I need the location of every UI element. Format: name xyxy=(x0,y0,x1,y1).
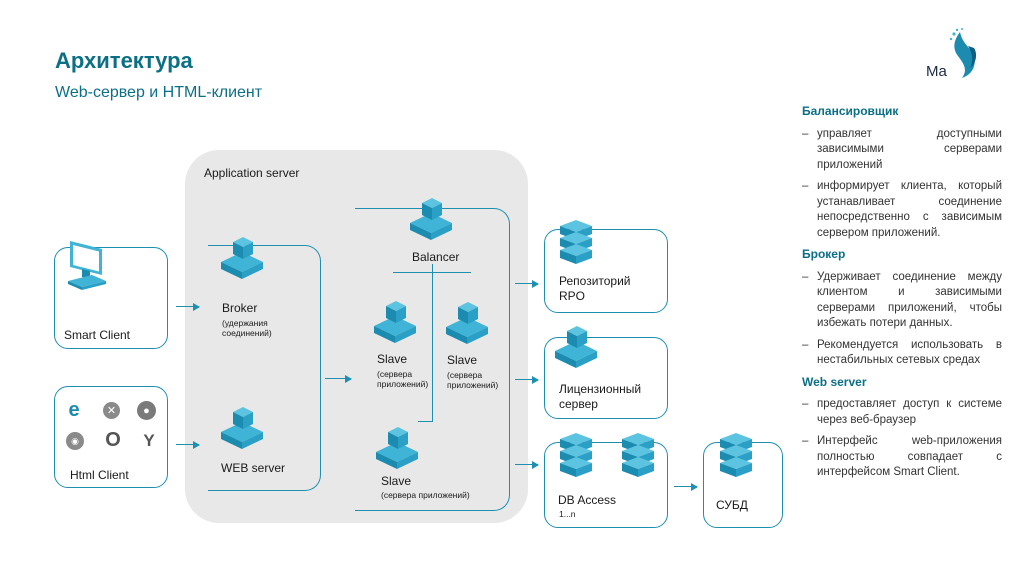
section-heading-balancer: Балансировщик xyxy=(802,104,899,118)
firefox-icon: ● xyxy=(137,401,156,420)
db-access-count: 1...n xyxy=(559,509,576,519)
db-access-label: DB Access xyxy=(558,493,617,507)
application-server-label: Application server xyxy=(204,166,300,180)
slave2-note: (сервера приложений) xyxy=(447,370,499,390)
list-item: Интерфейс web-приложения полностью совпа… xyxy=(802,434,1002,481)
balancer-label: Balancer xyxy=(412,250,460,264)
edge-icon: e xyxy=(68,398,80,421)
arrow-html-to-web xyxy=(176,440,200,449)
dbms-label: СУБД xyxy=(716,498,748,512)
repo-label: Репозиторий RPO xyxy=(559,274,631,303)
description-panel: Балансировщик управляет доступными завис… xyxy=(802,104,1002,487)
web-server-icon xyxy=(221,407,263,449)
slave1-label: Slave xyxy=(377,352,408,366)
slave3-label: Slave xyxy=(381,474,412,488)
balancer-lower-line xyxy=(418,421,433,422)
broker-server-icon xyxy=(221,237,263,279)
monitor-icon xyxy=(68,241,106,290)
opera-icon: O xyxy=(105,428,121,451)
slave1-note: (сервера приложений) xyxy=(377,369,429,389)
page-subtitle: Web-сервер и HTML-клиент xyxy=(55,84,263,101)
page-title: Архитектура xyxy=(55,48,193,73)
balancer-server-icon xyxy=(410,198,452,240)
html-client-label: Html Client xyxy=(70,468,129,482)
slave3-server-icon xyxy=(376,427,418,469)
arrow-to-cluster xyxy=(325,374,352,383)
section-heading-broker: Брокер xyxy=(802,247,846,261)
arrow-to-dbms xyxy=(674,482,698,491)
slave1-server-icon xyxy=(374,301,416,343)
yandex-icon: Y xyxy=(143,431,155,450)
list-item: информирует клиента, который устанавлива… xyxy=(802,179,1002,241)
db-access-icon-2 xyxy=(622,433,654,477)
license-server-icon xyxy=(555,326,597,368)
arrow-to-db-access xyxy=(515,460,539,469)
arrow-to-license xyxy=(515,375,539,384)
section-heading-web-server: Web server xyxy=(802,374,867,389)
chrome-icon: ◉ xyxy=(66,432,84,450)
web-server-label: WEB server xyxy=(221,461,286,475)
safari-icon: ✕ xyxy=(103,402,120,419)
list-item: Рекомендуется использовать в нестабильны… xyxy=(802,338,1002,369)
repo-db-icon xyxy=(560,220,592,264)
slave2-label: Slave xyxy=(447,353,478,367)
broker-label: Broker xyxy=(222,301,258,315)
balancer-list: управляет доступными зависимыми серверам… xyxy=(802,127,1002,242)
broker-list: Удерживает соединение между клиентом и з… xyxy=(802,270,1002,369)
license-label: Лицензионный сервер xyxy=(559,382,642,411)
db-access-icon-1 xyxy=(560,433,592,477)
balancer-trunk-line xyxy=(432,264,433,422)
arrow-to-repo xyxy=(515,279,539,288)
slave3-note: (сервера приложений) xyxy=(381,490,470,500)
dbms-icon xyxy=(720,433,752,477)
list-item: управляет доступными зависимыми серверам… xyxy=(802,127,1002,174)
slave2-server-icon xyxy=(446,302,488,344)
logo-icon xyxy=(949,28,977,78)
broker-web-frame xyxy=(208,245,321,491)
logo-text: Ma xyxy=(926,63,947,80)
web-server-list: предоставляет доступ к системе через веб… xyxy=(802,397,1002,481)
broker-note: (удержания соединений) xyxy=(222,318,272,338)
smart-client-label: Smart Client xyxy=(64,328,131,342)
list-item: предоставляет доступ к системе через веб… xyxy=(802,397,1002,428)
arrow-smart-to-broker xyxy=(176,302,200,311)
list-item: Удерживает соединение между клиентом и з… xyxy=(802,270,1002,332)
